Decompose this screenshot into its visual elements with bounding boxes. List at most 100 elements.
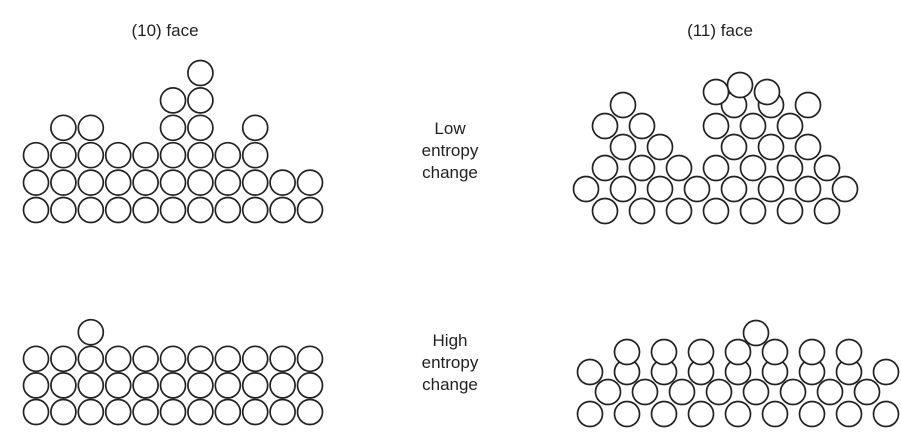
high-entropy-line1: High bbox=[432, 331, 468, 350]
atom bbox=[668, 378, 696, 406]
atom bbox=[628, 154, 656, 182]
atom bbox=[835, 400, 863, 428]
atom bbox=[609, 175, 637, 203]
atom bbox=[702, 78, 730, 106]
atom bbox=[187, 372, 214, 399]
atom bbox=[241, 141, 269, 169]
atom bbox=[798, 338, 826, 366]
atom bbox=[702, 197, 730, 225]
atom bbox=[159, 372, 187, 399]
atom bbox=[214, 372, 242, 399]
atom bbox=[726, 71, 754, 99]
atom bbox=[628, 112, 656, 140]
atom bbox=[104, 141, 132, 169]
atom bbox=[724, 400, 752, 428]
atom bbox=[613, 400, 641, 428]
face-10-high-entropy-atoms bbox=[22, 318, 324, 426]
atom bbox=[159, 345, 187, 373]
atom bbox=[159, 141, 187, 169]
atom bbox=[296, 398, 324, 426]
atom bbox=[77, 372, 105, 399]
atom bbox=[214, 169, 242, 196]
atom bbox=[241, 398, 269, 426]
atom bbox=[742, 378, 770, 406]
atom bbox=[22, 196, 50, 224]
atom bbox=[104, 398, 132, 426]
atom bbox=[687, 338, 715, 366]
atom bbox=[646, 175, 674, 203]
atom bbox=[702, 112, 730, 140]
atom bbox=[650, 400, 678, 428]
face-11-title: (11) face bbox=[687, 21, 753, 40]
atom bbox=[646, 133, 674, 161]
atom bbox=[187, 169, 214, 196]
atom bbox=[214, 141, 242, 169]
atom bbox=[187, 59, 214, 87]
atom bbox=[187, 196, 214, 224]
atom bbox=[591, 197, 619, 225]
low-entropy-label: Low entropy change bbox=[400, 118, 500, 184]
atom bbox=[241, 196, 269, 224]
atom bbox=[159, 196, 187, 224]
atom bbox=[214, 196, 242, 224]
high-entropy-line2: entropy bbox=[421, 353, 479, 372]
atom bbox=[794, 175, 822, 203]
atom bbox=[757, 175, 785, 203]
atom bbox=[187, 87, 214, 114]
atom bbox=[572, 175, 600, 203]
atom bbox=[241, 372, 269, 399]
atom bbox=[853, 378, 881, 406]
atom bbox=[776, 197, 804, 225]
atom bbox=[296, 169, 324, 196]
atom bbox=[779, 378, 807, 406]
atom bbox=[104, 196, 132, 224]
atom bbox=[761, 400, 789, 428]
atom bbox=[214, 345, 242, 373]
atom bbox=[159, 169, 187, 196]
atom bbox=[613, 338, 641, 366]
atom bbox=[187, 345, 214, 373]
atom bbox=[187, 398, 214, 426]
atom bbox=[296, 196, 324, 224]
atom bbox=[269, 169, 296, 196]
face-11-high-entropy-atoms bbox=[576, 319, 900, 428]
atom bbox=[761, 338, 789, 366]
atom bbox=[702, 154, 730, 182]
atom bbox=[609, 91, 637, 119]
atom bbox=[187, 114, 214, 142]
atom bbox=[594, 378, 622, 406]
atom bbox=[776, 154, 804, 182]
atom bbox=[813, 197, 841, 225]
atom bbox=[241, 345, 269, 373]
atom bbox=[104, 372, 132, 399]
atom bbox=[132, 345, 159, 373]
low-entropy-line1: Low bbox=[434, 119, 466, 138]
low-entropy-line2: entropy bbox=[421, 141, 479, 160]
atom bbox=[739, 112, 767, 140]
atom bbox=[609, 133, 637, 161]
atom bbox=[159, 87, 187, 114]
atom bbox=[794, 91, 822, 119]
atom bbox=[132, 196, 159, 224]
atom bbox=[77, 114, 105, 142]
atom bbox=[687, 400, 715, 428]
atom bbox=[872, 358, 900, 386]
atom bbox=[739, 154, 767, 182]
atom bbox=[187, 141, 214, 169]
atom bbox=[241, 114, 269, 142]
atom bbox=[665, 154, 693, 182]
atom bbox=[50, 345, 77, 373]
atom bbox=[22, 398, 50, 426]
atom bbox=[872, 400, 900, 428]
atom bbox=[269, 196, 296, 224]
atom bbox=[816, 378, 844, 406]
low-entropy-line3: change bbox=[422, 163, 478, 182]
atom bbox=[631, 378, 659, 406]
atom bbox=[77, 398, 105, 426]
atom bbox=[739, 197, 767, 225]
atom bbox=[753, 78, 781, 106]
atom bbox=[104, 345, 132, 373]
atom bbox=[77, 196, 105, 224]
atom bbox=[591, 112, 619, 140]
